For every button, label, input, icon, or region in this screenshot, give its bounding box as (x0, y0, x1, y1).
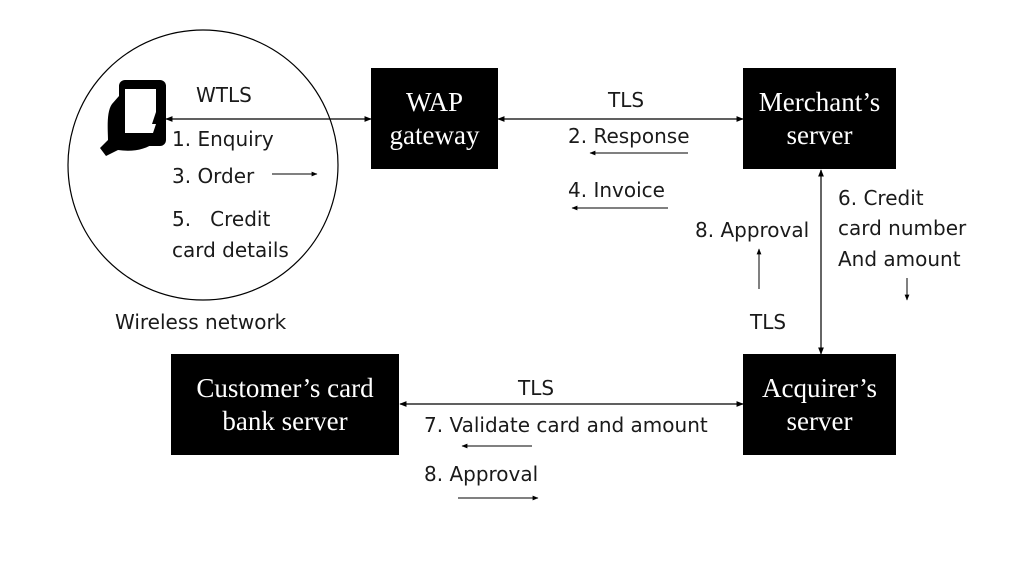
invoice-step-label: 4. Invoice (568, 178, 665, 202)
wap-gateway-line1: WAP (405, 86, 463, 117)
enquiry-step-label: 1. Enquiry (172, 127, 274, 151)
bank-approval-step-label: 8. Approval (424, 462, 539, 486)
acquirer-server-line1: Acquirer’s (762, 372, 877, 403)
wireless-network-circle (67, 29, 339, 301)
validate-step-label: 7. Validate card and amount (424, 413, 708, 437)
wtls-label: WTLS (196, 83, 252, 107)
gateway-merchant-tls-label: TLS (608, 88, 645, 112)
credit-details-step-line1: 5. Credit (172, 207, 271, 231)
credit-card-number-line2: card number (838, 216, 967, 240)
wireless-network-label: Wireless network (115, 310, 287, 334)
credit-card-number-line3: And amount (838, 247, 961, 271)
merchant-server-line2: server (786, 119, 853, 150)
bank-acquirer-tls-label: TLS (518, 376, 555, 400)
merchant-approval-step-label: 8. Approval (695, 218, 810, 242)
merchant-server-line1: Merchant’s (758, 86, 881, 117)
customer-bank-line2: bank server (222, 405, 348, 436)
merchant-acquirer-tls-label: TLS (750, 310, 787, 334)
response-step-label: 2. Response (568, 124, 690, 148)
acquirer-server-line2: server (786, 405, 853, 436)
credit-card-number-line1: 6. Credit (838, 186, 924, 210)
wap-gateway-line2: gateway (389, 119, 480, 150)
mobile-phone-in-hand-icon (100, 80, 166, 156)
credit-details-step-line2: card details (172, 238, 289, 262)
order-step-label: 3. Order (172, 164, 255, 188)
customer-bank-line1: Customer’s card (196, 372, 374, 403)
